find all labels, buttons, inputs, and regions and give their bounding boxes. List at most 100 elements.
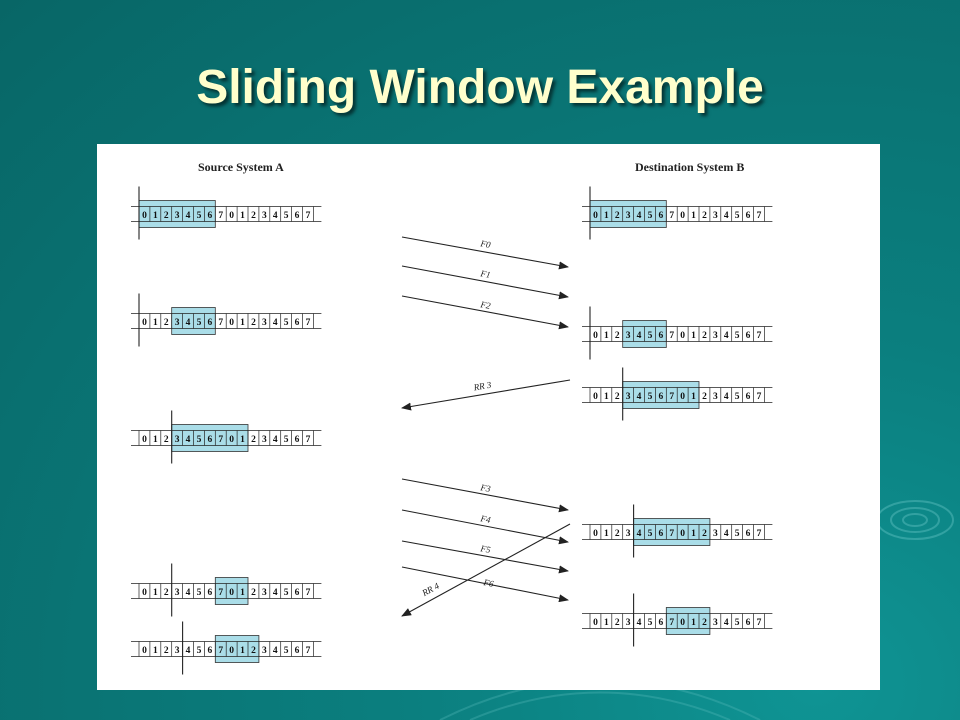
destination-seq-number: 6 [658,211,663,221]
destination-seq-number: 2 [702,618,707,628]
source-seq-number: 3 [262,318,267,328]
source-seq-number: 2 [164,588,169,598]
destination-seq-number: 4 [724,392,729,402]
source-seq-number: 4 [273,588,278,598]
destination-seq-number: 0 [680,331,685,341]
destination-seq-number: 1 [691,331,696,341]
message-label: F0 [479,238,492,250]
message-arrow [401,295,569,330]
message-label: RR 3 [472,380,493,393]
message-arrow [401,236,569,270]
destination-seq-number: 0 [680,392,685,402]
source-seq-number: 7 [218,646,223,656]
source-seq-number: 5 [197,646,202,656]
destination-seq-number: 5 [648,618,653,628]
source-seq-number: 4 [186,318,191,328]
message-label: F3 [479,482,492,494]
destination-seq-number: 0 [680,211,685,221]
source-seq-number: 3 [262,588,267,598]
destination-seq-number: 2 [702,392,707,402]
source-seq-number: 4 [273,646,278,656]
source-seq-number: 4 [186,588,191,598]
destination-seq-number: 1 [604,392,609,402]
source-seq-number: 6 [207,318,212,328]
source-seq-number: 4 [273,318,278,328]
destination-seq-number: 7 [757,211,762,221]
destination-seq-number: 0 [680,529,685,539]
destination-seq-number: 3 [713,618,718,628]
destination-seq-number: 1 [691,211,696,221]
destination-seq-number: 7 [757,392,762,402]
source-seq-number: 2 [251,211,256,221]
source-seq-number: 3 [175,211,180,221]
destination-seq-number: 4 [724,211,729,221]
source-seq-number: 4 [273,435,278,445]
source-seq-number: 6 [207,435,212,445]
destination-seq-number: 6 [746,331,751,341]
destination-seq-number: 3 [626,618,631,628]
source-seq-number: 4 [186,646,191,656]
source-seq-number: 1 [240,588,245,598]
destination-seq-number: 7 [669,211,674,221]
destination-seq-number: 3 [713,392,718,402]
destination-seq-number: 5 [735,331,740,341]
destination-seq-number: 2 [615,392,620,402]
destination-seq-number: 5 [648,529,653,539]
source-seq-number: 5 [284,588,289,598]
destination-window-3 [633,518,711,546]
destination-seq-number: 6 [658,618,663,628]
source-seq-number: 6 [295,211,300,221]
destination-seq-number: 7 [757,529,762,539]
destination-seq-number: 4 [637,392,642,402]
destination-seq-number: 5 [735,392,740,402]
destination-seq-number: 1 [604,618,609,628]
source-seq-number: 7 [218,588,223,598]
destination-seq-number: 2 [615,211,620,221]
destination-seq-number: 2 [615,529,620,539]
destination-seq-number: 1 [691,529,696,539]
destination-seq-number: 5 [735,211,740,221]
source-seq-number: 3 [175,588,180,598]
source-seq-number: 7 [218,211,223,221]
destination-seq-number: 6 [746,211,751,221]
destination-seq-number: 7 [669,392,674,402]
source-seq-number: 5 [284,646,289,656]
destination-seq-number: 3 [713,211,718,221]
destination-seq-number: 4 [724,331,729,341]
source-seq-number: 7 [306,318,311,328]
destination-seq-number: 6 [746,529,751,539]
message-label: F2 [479,299,492,311]
source-seq-number: 7 [218,318,223,328]
message-arrow [401,478,569,513]
destination-seq-number: 1 [604,529,609,539]
source-seq-number: 1 [153,435,158,445]
destination-seq-number: 3 [626,392,631,402]
source-seq-number: 0 [142,588,147,598]
destination-seq-number: 6 [746,392,751,402]
destination-seq-number: 5 [648,331,653,341]
source-seq-number: 3 [262,211,267,221]
destination-seq-number: 3 [713,331,718,341]
source-seq-number: 6 [207,588,212,598]
destination-seq-number: 7 [757,618,762,628]
destination-seq-number: 7 [669,331,674,341]
source-seq-number: 2 [164,211,169,221]
source-seq-number: 4 [186,435,191,445]
source-seq-number: 0 [229,588,234,598]
destination-seq-number: 0 [593,392,598,402]
destination-seq-number: 5 [735,618,740,628]
source-seq-number: 3 [175,435,180,445]
message-label: F1 [479,268,492,280]
source-seq-number: 0 [229,211,234,221]
source-seq-number: 1 [153,646,158,656]
destination-seq-number: 4 [724,618,729,628]
source-seq-number: 5 [197,211,202,221]
destination-seq-number: 1 [604,331,609,341]
source-seq-number: 0 [229,435,234,445]
message-arrow [401,540,569,574]
source-seq-number: 7 [306,211,311,221]
destination-seq-number: 0 [680,618,685,628]
source-header: Source System A [198,160,284,174]
destination-seq-number: 5 [648,392,653,402]
source-seq-number: 5 [284,435,289,445]
